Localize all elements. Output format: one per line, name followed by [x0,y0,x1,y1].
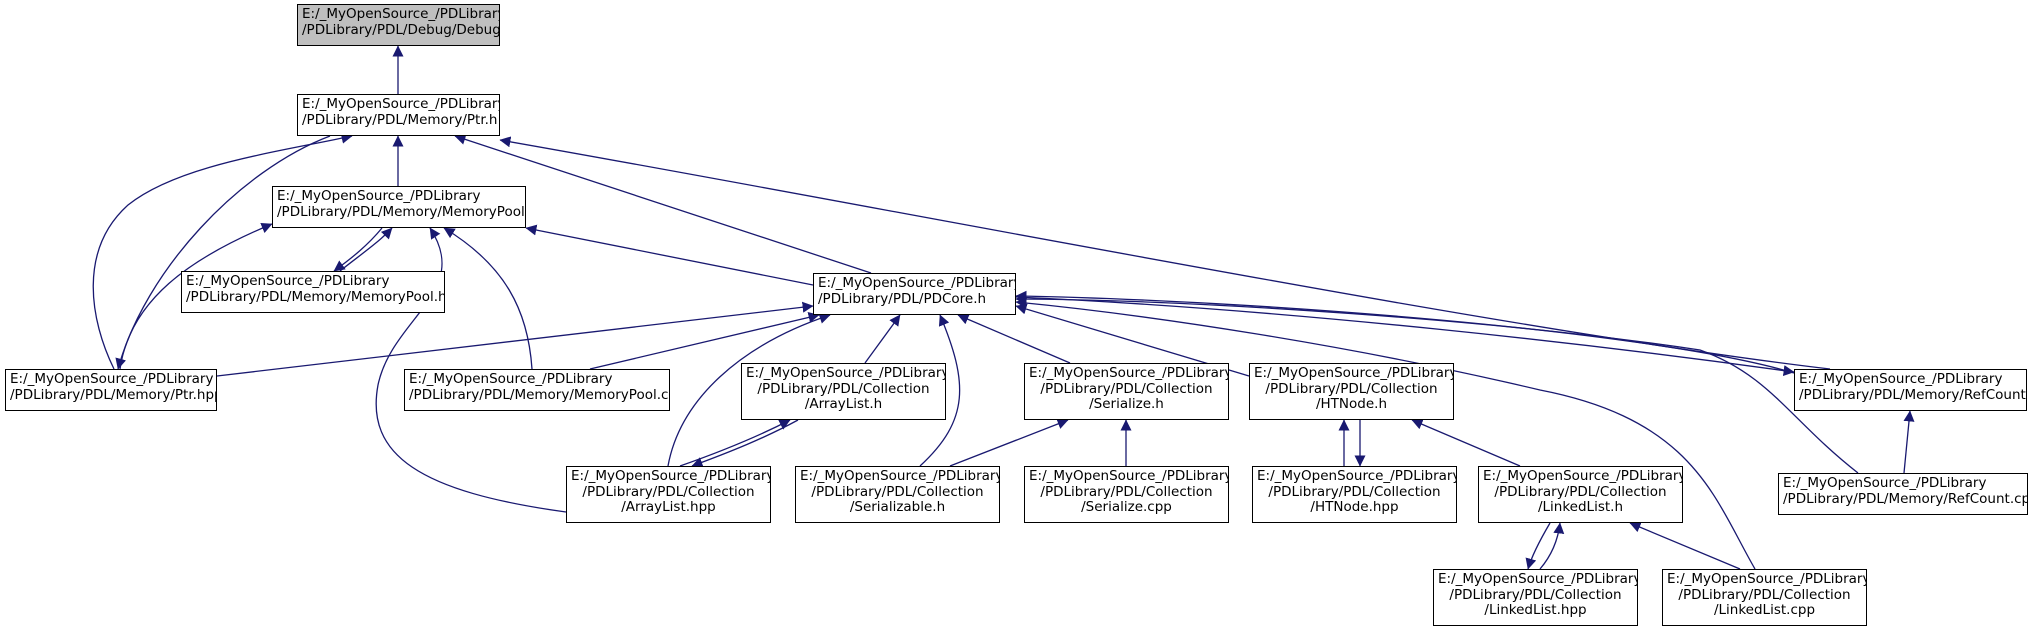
edge-refcount_cpp-to-pdcore_h [1015,293,1859,474]
node-label-line: /HTNode.hpp [1310,499,1399,515]
node-label-line: /PDLibrary/PDL/Collection [1494,483,1667,500]
edge-serializable_h-to-serialize_h [949,418,1069,467]
node-label-line: E:/_MyOpenSource_/PDLibrary [1029,468,1229,484]
node-label-line: E:/_MyOpenSource_/PDLibrary [302,96,500,112]
node-pdcore-h[interactable]: E:/_MyOpenSource_/PDLibrary/PDLibrary/PD… [813,273,1016,315]
node-htnode-hpp[interactable]: E:/_MyOpenSource_/PDLibrary/PDLibrary/PD… [1252,466,1457,523]
node-label-line: /LinkedList.h [1537,499,1624,515]
node-label-line: E:/_MyOpenSource_/PDLibrary [1438,571,1638,587]
node-label-line: E:/_MyOpenSource_/PDLibrary [409,371,613,387]
edge-layer [92,45,1915,570]
edge-memorypool_cpp-to-pdcore_h [589,312,820,370]
node-label-line: /LinkedList.hpp [1484,602,1587,618]
node-label-line: E:/_MyOpenSource_/PDLibrary [1029,365,1229,381]
node-serialize-h[interactable]: E:/_MyOpenSource_/PDLibrary/PDLibrary/PD… [1024,363,1229,420]
edge-arraylist_h-to-pdcore_h [864,314,901,364]
edge-pdcore_h-to-refcount_h [1015,296,1795,377]
node-arraylist-hpp[interactable]: E:/_MyOpenSource_/PDLibrary/PDLibrary/PD… [566,466,771,523]
node-label-line: /PDLibrary/PDL/Debug/Debug.h [302,21,500,38]
node-label-line: /PDLibrary/PDL/Collection [811,483,984,500]
node-label-line: /ArrayList.hpp [621,499,716,515]
node-label-line: /HTNode.h [1315,396,1388,412]
node-linkedlist-hpp[interactable]: E:/_MyOpenSource_/PDLibrary/PDLibrary/PD… [1433,569,1638,626]
node-label-line: E:/_MyOpenSource_/PDLibrary [818,275,1016,291]
node-serialize-cpp[interactable]: E:/_MyOpenSource_/PDLibrary/PDLibrary/PD… [1024,466,1229,523]
node-label-line: E:/_MyOpenSource_/PDLibrary [1667,571,1867,587]
edge-arraylist_hpp-to-arraylist_h [679,419,791,467]
node-label-line: /PDLibrary/PDL/Memory/MemoryPool.hpp [186,288,445,305]
node-debug-h: E:/_MyOpenSource_/PDLibrary/PDLibrary/PD… [297,4,500,46]
node-memorypool-h[interactable]: E:/_MyOpenSource_/PDLibrary/PDLibrary/PD… [272,186,526,228]
node-label-line: /PDLibrary/PDL/Collection [1265,380,1438,397]
node-linkedlist-cpp[interactable]: E:/_MyOpenSource_/PDLibrary/PDLibrary/PD… [1662,569,1867,626]
node-label-line: /PDLibrary/PDL/Collection [1268,483,1441,500]
node-label-line: E:/_MyOpenSource_/PDLibrary [1257,468,1457,484]
node-label-line: /PDLibrary/PDL/Memory/Ptr.h [302,111,498,128]
edge-arraylist_h-to-arraylist_hpp [691,419,799,468]
edge-memorypool_h-to-memorypool_hpp [333,227,383,272]
node-label-line: /PDLibrary/PDL/Collection [582,483,755,500]
node-htnode-h[interactable]: E:/_MyOpenSource_/PDLibrary/PDLibrary/PD… [1249,363,1454,420]
node-label-line: E:/_MyOpenSource_/PDLibrary [302,6,500,22]
node-label-line: /PDLibrary/PDL/Memory/MemoryPool.h [277,203,526,220]
node-refcount-cpp[interactable]: E:/_MyOpenSource_/PDLibrary/PDLibrary/PD… [1778,473,2028,515]
node-label-line: /Serialize.h [1089,396,1164,412]
edge-ptr_hpp-to-pdcore_h [216,301,814,377]
node-label-line: E:/_MyOpenSource_/PDLibrary [746,365,946,381]
node-label-line: /PDLibrary/PDL/Memory/Ptr.hpp [10,386,217,403]
node-label-line: E:/_MyOpenSource_/PDLibrary [800,468,1000,484]
node-label-line: /Serializable.h [849,499,946,515]
edge-ptr_hpp-to-ptr_h [92,132,353,370]
edge-refcount_h-to-pdcore_h [1015,290,1795,374]
node-memorypool-hpp[interactable]: E:/_MyOpenSource_/PDLibrary/PDLibrary/PD… [181,271,445,313]
node-label-line: E:/_MyOpenSource_/PDLibrary [1783,475,1987,491]
edge-pdcore_h-to-ptr_h [454,134,872,274]
node-label-line: /PDLibrary/PDL/Collection [757,380,930,397]
node-label-line: E:/_MyOpenSource_/PDLibrary [571,468,771,484]
edge-serializable_h-to-pdcore_h [919,314,961,467]
node-label-line: /PDLibrary/PDL/Memory/RefCount.h [1799,386,2027,403]
node-ptr-hpp[interactable]: E:/_MyOpenSource_/PDLibrary/PDLibrary/PD… [5,369,217,411]
edge-linkedlist_cpp-to-pdcore_h [1015,297,1756,570]
edge-arraylist_hpp-to-pdcore_h [667,313,831,467]
edge-refcount_cpp-to-refcount_h [1903,410,1915,474]
edge-linkedlist_hpp-to-linkedlist_h [1539,522,1565,570]
node-label-line: /PDLibrary/PDL/Collection [1040,483,1213,500]
node-label-line: E:/_MyOpenSource_/PDLibrary [186,273,390,289]
node-label-line: /PDLibrary/PDL/Collection [1678,586,1851,603]
edge-linkedlist_h-to-linkedlist_hpp [1525,522,1551,570]
node-label-line: /ArrayList.h [804,396,883,412]
edge-memorypool_cpp-to-memorypool_h [443,227,533,370]
node-label-line: E:/_MyOpenSource_/PDLibrary [1799,371,2003,387]
edge-refcount_h-to-ptr_h [499,136,1831,370]
node-ptr-h[interactable]: E:/_MyOpenSource_/PDLibrary/PDLibrary/PD… [297,94,500,136]
edge-pdcore_h-to-memorypool_h [525,224,814,286]
node-label-line: /Serialize.cpp [1081,499,1172,515]
node-label-line: /PDLibrary/PDL/Memory/MemoryPool.cpp [409,386,670,403]
node-label-line: /PDLibrary/PDL/Collection [1449,586,1622,603]
node-label-line: E:/_MyOpenSource_/PDLibrary [277,188,481,204]
edge-memorypool_hpp-to-memorypool_h [339,227,393,272]
node-serializable-h[interactable]: E:/_MyOpenSource_/PDLibrary/PDLibrary/PD… [795,466,1000,523]
node-label-line: /LinkedList.cpp [1713,602,1816,618]
node-label-line: E:/_MyOpenSource_/PDLibrary [1254,365,1454,381]
node-memorypool-cpp[interactable]: E:/_MyOpenSource_/PDLibrary/PDLibrary/PD… [404,369,670,411]
edge-serialize_h-to-pdcore_h [957,314,1071,364]
node-label-line: E:/_MyOpenSource_/PDLibrary [10,371,214,387]
node-label-line: /PDLibrary/PDL/Collection [1040,380,1213,397]
node-arraylist-h[interactable]: E:/_MyOpenSource_/PDLibrary/PDLibrary/PD… [741,363,946,420]
edge-linkedlist_h-to-htnode_h [1411,419,1521,467]
edge-ptr_h-to-ptr_hpp [115,135,331,370]
node-refcount-h[interactable]: E:/_MyOpenSource_/PDLibrary/PDLibrary/PD… [1794,369,2027,411]
node-label-line: /PDLibrary/PDL/PDCore.h [818,290,987,307]
edge-linkedlist_cpp-to-linkedlist_h [1629,521,1741,570]
node-linkedlist-h[interactable]: E:/_MyOpenSource_/PDLibrary/PDLibrary/PD… [1478,466,1683,523]
node-label-line: E:/_MyOpenSource_/PDLibrary [1483,468,1683,484]
node-label-line: /PDLibrary/PDL/Memory/RefCount.cpp [1783,490,2028,507]
